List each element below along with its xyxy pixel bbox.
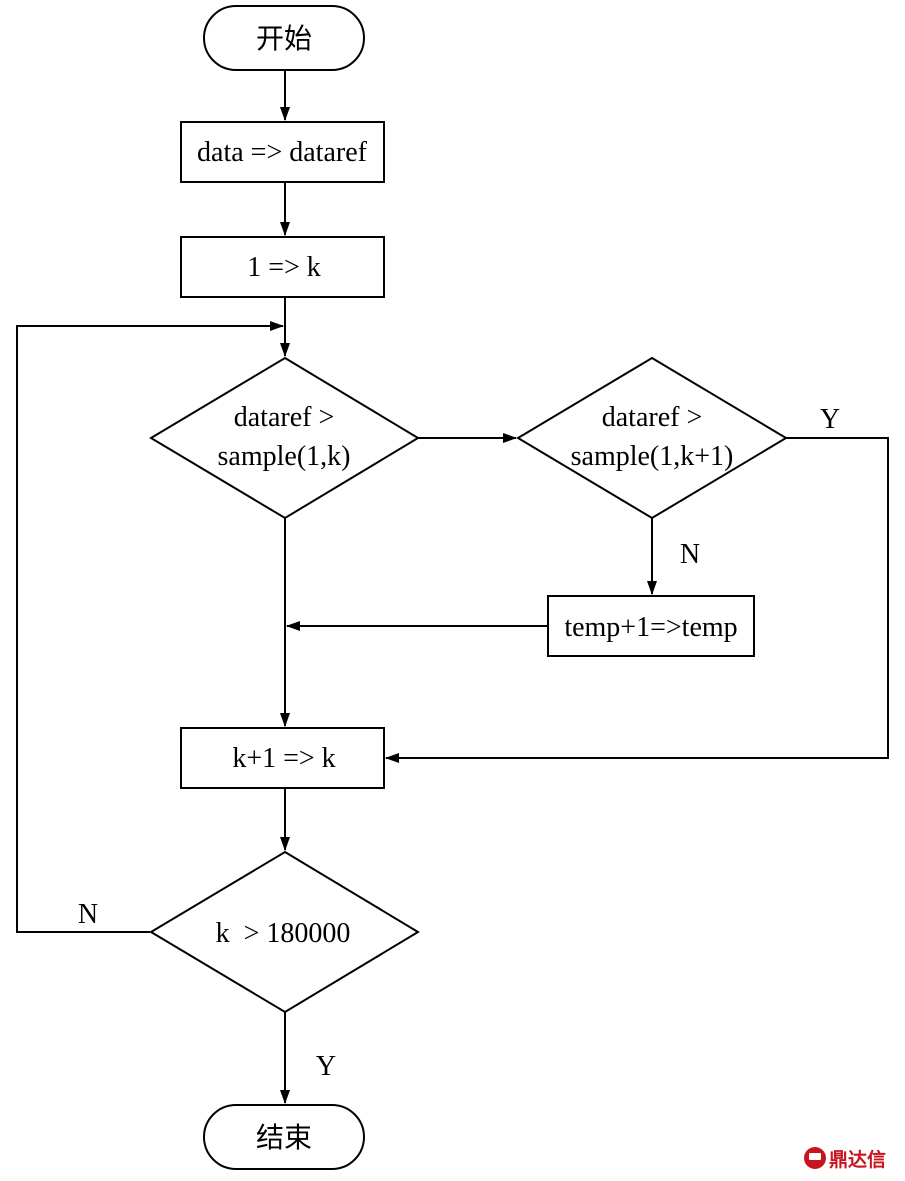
decision3-yes-label: Y xyxy=(316,1051,336,1082)
start-label: 开始 xyxy=(256,23,312,55)
process-copy-label: data => dataref xyxy=(197,137,368,168)
decision1-line2: sample(1,k) xyxy=(218,441,351,472)
process-init-label: 1 => k xyxy=(247,252,321,283)
decision2-line1: dataref > xyxy=(602,402,703,433)
connector-decision2-yes-to-increment xyxy=(385,437,889,763)
decision2-yes-label: Y xyxy=(820,404,840,435)
process-increment-label: k+1 => k xyxy=(232,743,335,774)
watermark-text: 鼎达信 xyxy=(829,1148,886,1171)
process-init-k: 1 => k xyxy=(180,236,385,298)
decision-compare-k-plus-1: dataref > sample(1,k+1) xyxy=(516,356,788,520)
decision3-label: k > 180000 xyxy=(216,918,351,949)
decision-k-limit: k > 180000 xyxy=(149,850,420,1014)
watermark-logo: 鼎达信 xyxy=(804,1147,886,1171)
end-terminal: 结束 xyxy=(203,1104,365,1170)
process-increment-temp: temp+1=>temp xyxy=(547,595,755,657)
decision1-line1: dataref > xyxy=(234,402,335,433)
process-increment-k: k+1 => k xyxy=(180,727,385,789)
decision2-line2: sample(1,k+1) xyxy=(571,441,734,472)
end-label: 结束 xyxy=(256,1122,312,1154)
decision-compare-k: dataref > sample(1,k) xyxy=(149,356,420,520)
process-copy-data: data => dataref xyxy=(180,121,385,183)
process-temp-label: temp+1=>temp xyxy=(564,612,737,643)
start-terminal: 开始 xyxy=(203,5,365,71)
connector-loop-back xyxy=(16,321,284,933)
decision3-no-label: N xyxy=(78,899,98,930)
decision2-no-label: N xyxy=(680,539,700,570)
